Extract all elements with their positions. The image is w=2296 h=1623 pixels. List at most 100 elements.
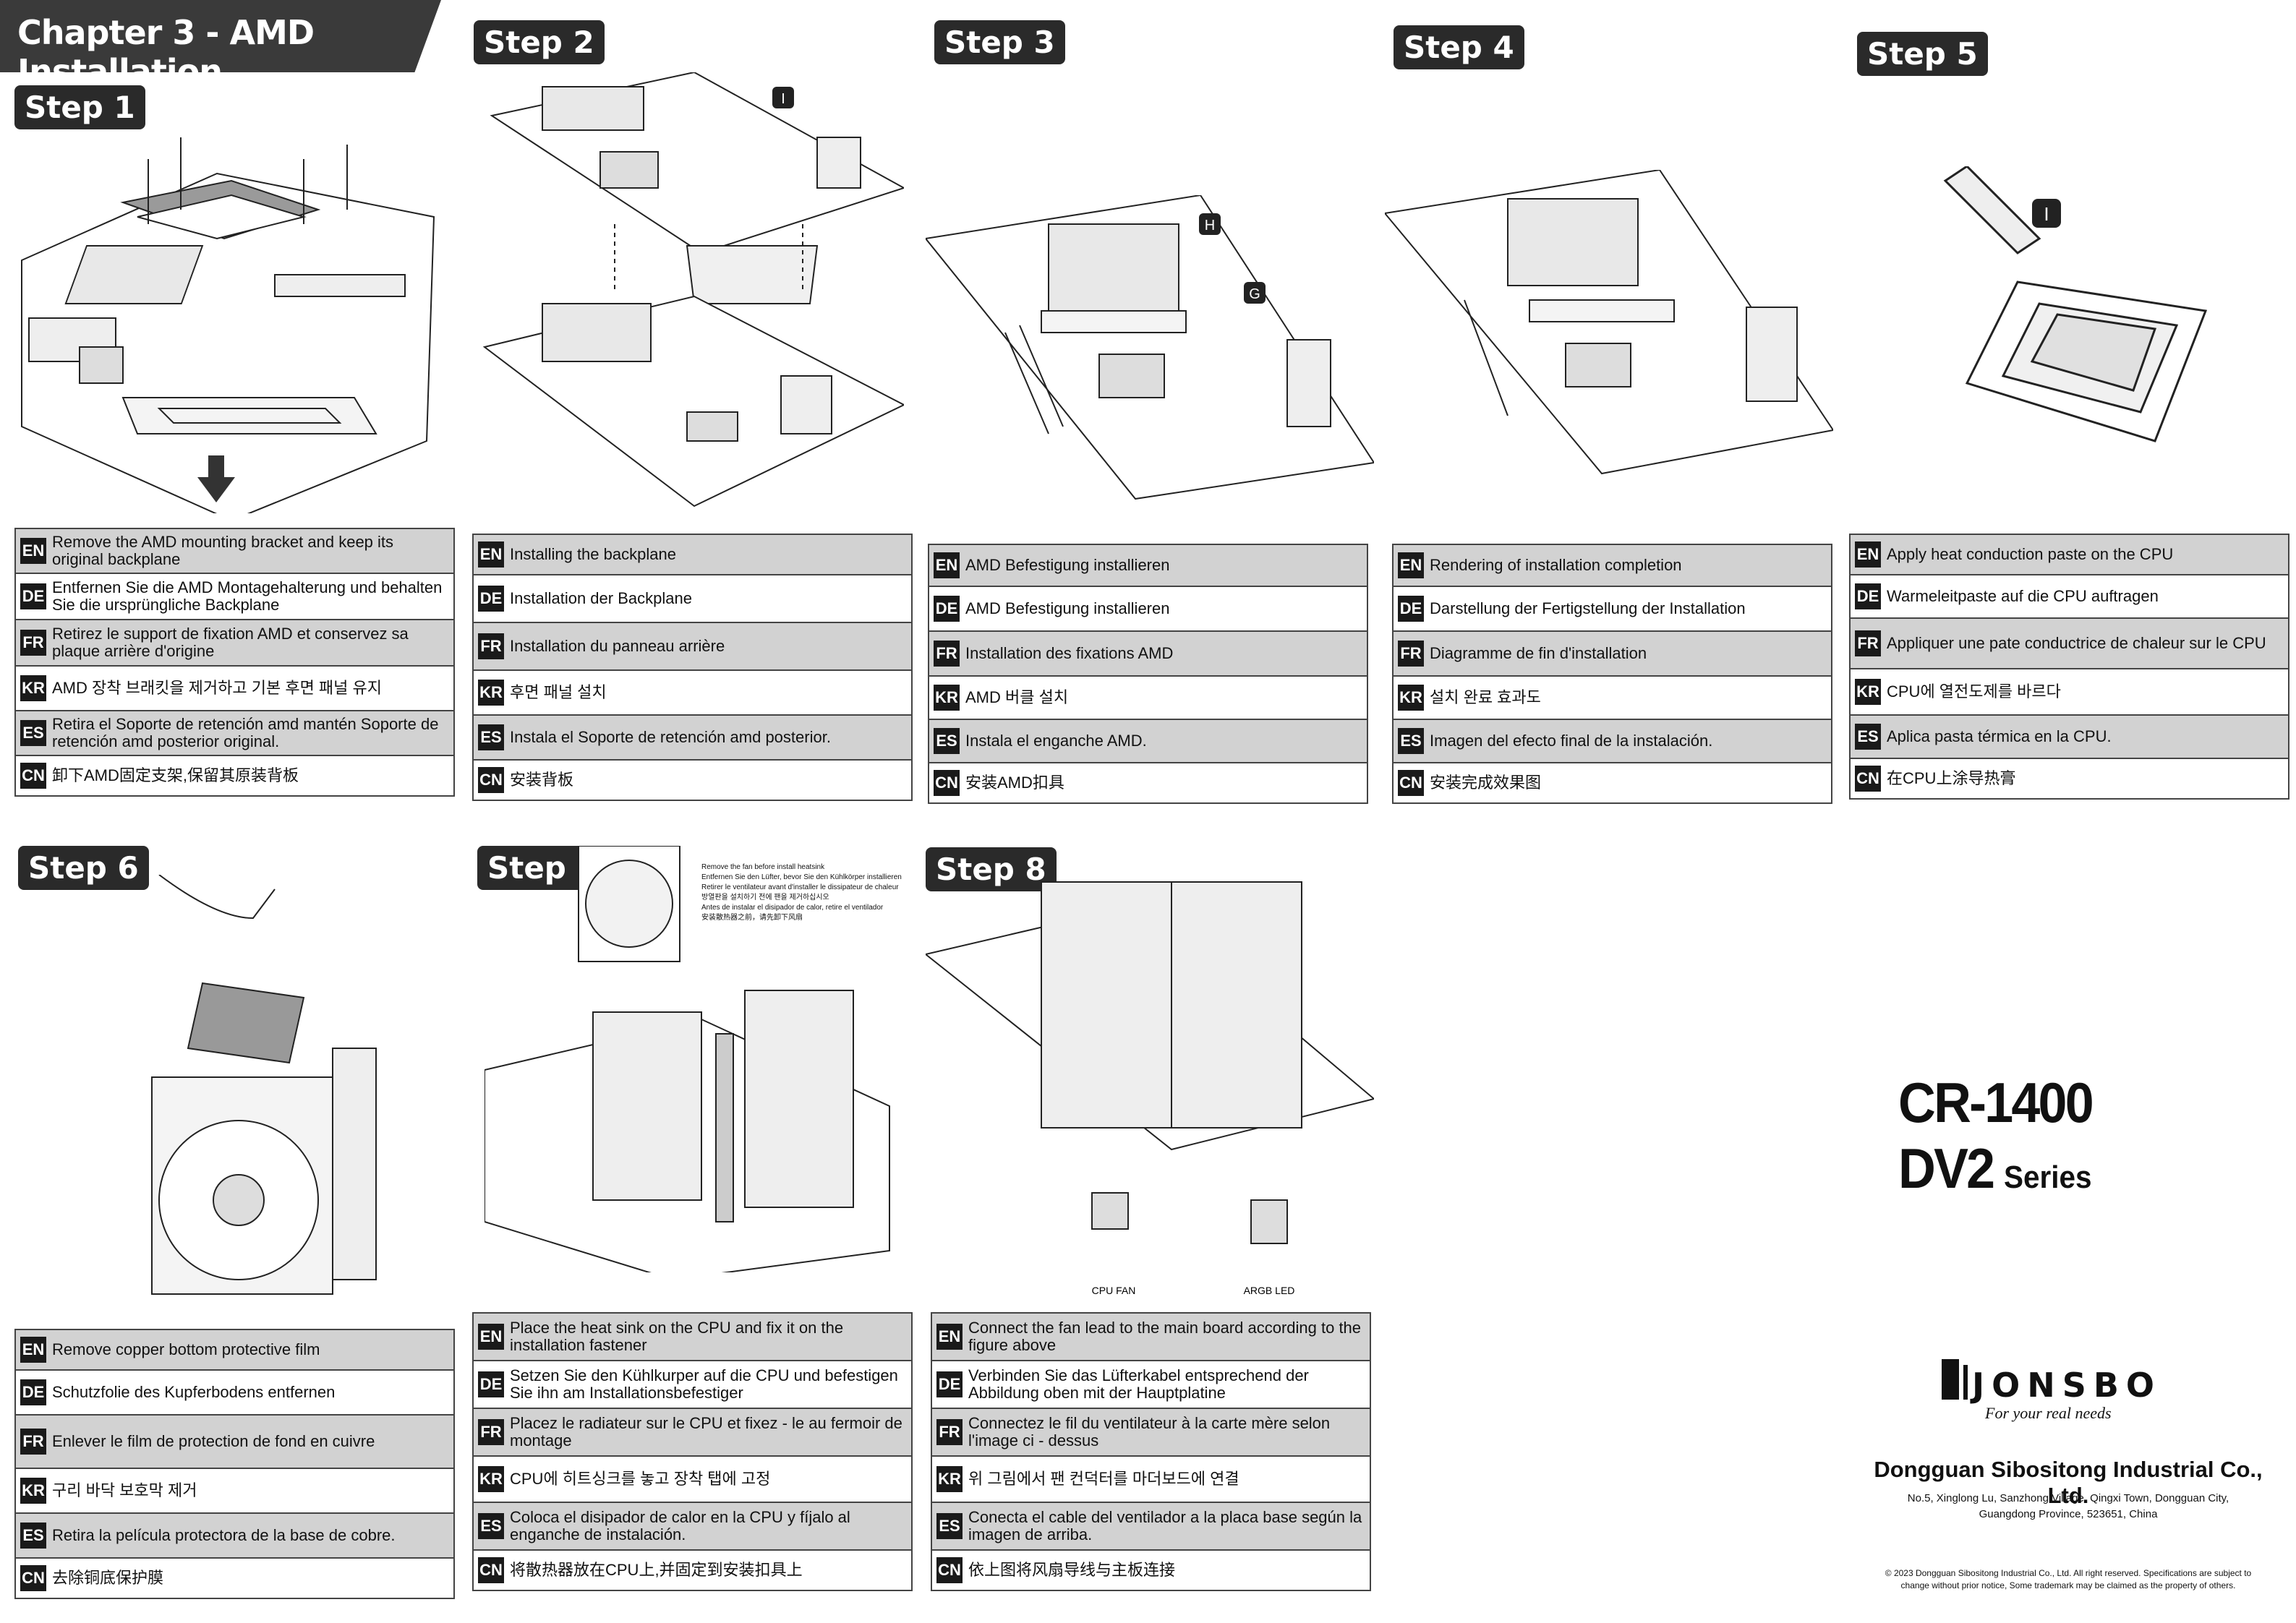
lang-code: FR <box>478 1419 504 1445</box>
lang-code: ES <box>20 720 46 746</box>
step6-illustration <box>151 875 377 1295</box>
copyright-line: © 2023 Dongguan Sibositong Industrial Co… <box>1885 1568 2252 1578</box>
instruction-text: Conecta el cable del ventilador a la pla… <box>968 1508 1362 1543</box>
step2-illustration: I <box>482 72 904 508</box>
lang-code: FR <box>934 641 960 667</box>
instruction-text: 위 그림에서 팬 컨덕터를 마더보드에 연결 <box>968 1470 1239 1488</box>
instruction-text: Diagramme de fin d'installation <box>1430 644 1647 662</box>
series-label: Series <box>2004 1160 2092 1195</box>
lang-code: ES <box>20 1523 46 1549</box>
lang-code: ES <box>1855 724 1881 750</box>
lang-code: ES <box>1398 728 1424 754</box>
chapter-title: Chapter 3 - AMD Installation <box>17 13 315 91</box>
instruction-text: Schutzfolie des Kupferbodens entfernen <box>52 1383 336 1401</box>
lang-code: DE <box>478 586 504 612</box>
instruction-text: 安装AMD扣具 <box>965 774 1064 792</box>
lang-code: FR <box>20 630 46 656</box>
lang-code: KR <box>20 1478 46 1504</box>
instruction-text: Connectez le fil du ventilateur à la car… <box>968 1414 1331 1449</box>
lang-code: CN <box>20 763 46 789</box>
lang-code: CN <box>478 1557 504 1583</box>
lang-code: FR <box>20 1429 46 1455</box>
lang-code: FR <box>1398 641 1424 667</box>
lang-code: CN <box>478 767 504 793</box>
instruction-text: Instala el enganche AMD. <box>965 732 1147 750</box>
instruction-text: Darstellung der Fertigstellung der Insta… <box>1430 599 1746 617</box>
instruction-text: Place the heat sink on the CPU and fix i… <box>510 1319 844 1354</box>
step3-illustration: H G <box>926 195 1374 500</box>
instruction-text: Installation des fixations AMD <box>965 644 1174 662</box>
instruction-text: AMD Befestigung installieren <box>965 556 1170 574</box>
lang-code: FR <box>1855 630 1881 656</box>
lang-code: EN <box>478 1324 504 1350</box>
lang-code: DE <box>20 583 46 609</box>
step-2-label: Step 2 <box>474 20 605 64</box>
step-5-instructions: EN Apply heat conduction paste on the CPU… <box>1849 534 2289 800</box>
lang-code: EN <box>20 538 46 564</box>
instruction-text: Warmeleitpaste auf die CPU auftragen <box>1887 587 2159 605</box>
step-3-label: Step 3 <box>934 20 1065 64</box>
instruction-text: Installation der Backplane <box>510 589 692 607</box>
instruction-text: Connect the fan lead to the main board a… <box>968 1319 1362 1354</box>
lang-code: FR <box>936 1419 963 1445</box>
instruction-text: 去除铜底保护膜 <box>52 1569 164 1587</box>
model-name: CR-1400 DV2 <box>1898 1071 2094 1200</box>
callout-g: G <box>1249 286 1260 302</box>
instruction-text: AMD 버클 설치 <box>965 688 1069 706</box>
instruction-text: AMD 장착 브래킷을 제거하고 기본 후면 패널 유지 <box>52 679 382 697</box>
fan-removal-note: Remove the fan before install heatsink E… <box>701 863 902 922</box>
instruction-text: Retira el Soporte de retención amd manté… <box>52 715 439 750</box>
instruction-text: 安装背板 <box>510 771 574 789</box>
instruction-text: 卸下AMD固定支架,保留其原装背板 <box>52 766 299 784</box>
step5-illustration: I <box>1943 166 2208 442</box>
lang-code: DE <box>936 1371 963 1397</box>
instruction-text: Entfernen Sie die AMD Montagehalterung u… <box>52 578 443 614</box>
lang-code: EN <box>936 1324 963 1350</box>
instruction-text: Apply heat conduction paste on the CPU <box>1887 545 2174 563</box>
lang-code: KR <box>1398 685 1424 711</box>
instruction-text: Remove copper bottom protective film <box>52 1340 320 1358</box>
instruction-text: Enlever le film de protection de fond en… <box>52 1432 375 1450</box>
instruction-text: 후면 패널 설치 <box>510 683 607 701</box>
instruction-text: Retirez le support de fixation AMD et co… <box>52 625 409 660</box>
instruction-text: 설치 완료 효과도 <box>1430 688 1541 706</box>
lang-code: EN <box>478 541 504 568</box>
instruction-text: AMD Befestigung installieren <box>965 599 1170 617</box>
lang-code: CN <box>20 1565 46 1591</box>
lang-code: EN <box>1855 541 1881 568</box>
step4-illustration <box>1385 170 1833 475</box>
cpu-fan-connector-label: CPU FAN <box>1092 1285 1136 1296</box>
instruction-text: Placez le radiateur sur le CPU et fixez … <box>510 1414 902 1449</box>
lang-code: DE <box>1398 596 1424 622</box>
callout-i-paste: I <box>2044 203 2049 225</box>
step1-illustration <box>21 137 435 513</box>
instruction-text: Setzen Sie den Kühlkurper auf die CPU un… <box>510 1366 898 1402</box>
instruction-text: Verbinden Sie das Lüfterkabel entspreche… <box>968 1366 1309 1402</box>
lang-code: CN <box>1855 766 1881 792</box>
argb-led-connector-label: ARGB LED <box>1244 1285 1295 1296</box>
step-2-instructions: EN Installing the backplane DE Installatio… <box>472 534 913 801</box>
lang-code: ES <box>478 1513 504 1539</box>
lang-code: KR <box>478 680 504 706</box>
callout-h: H <box>1205 218 1215 234</box>
lang-code: DE <box>1855 583 1881 609</box>
step8-illustration: CPU FAN ARGB LED <box>926 881 1374 1296</box>
instruction-text: Instala el Soporte de retención amd post… <box>510 728 831 746</box>
lang-code: EN <box>20 1337 46 1363</box>
lang-code: ES <box>936 1513 963 1539</box>
lang-code: KR <box>1855 679 1881 705</box>
lang-code: FR <box>478 633 504 659</box>
step-6-label: Step 6 <box>18 846 149 890</box>
instruction-text: Installation du panneau arrière <box>510 637 725 655</box>
lang-code: CN <box>1398 770 1424 796</box>
lang-code: DE <box>478 1371 504 1397</box>
company-address: No.5, Xinglong Lu, Sanzhong Village, Qin… <box>1851 1491 2285 1523</box>
lang-code: KR <box>478 1466 504 1492</box>
lang-code: EN <box>1398 552 1424 578</box>
instruction-text: Installing the backplane <box>510 545 676 563</box>
